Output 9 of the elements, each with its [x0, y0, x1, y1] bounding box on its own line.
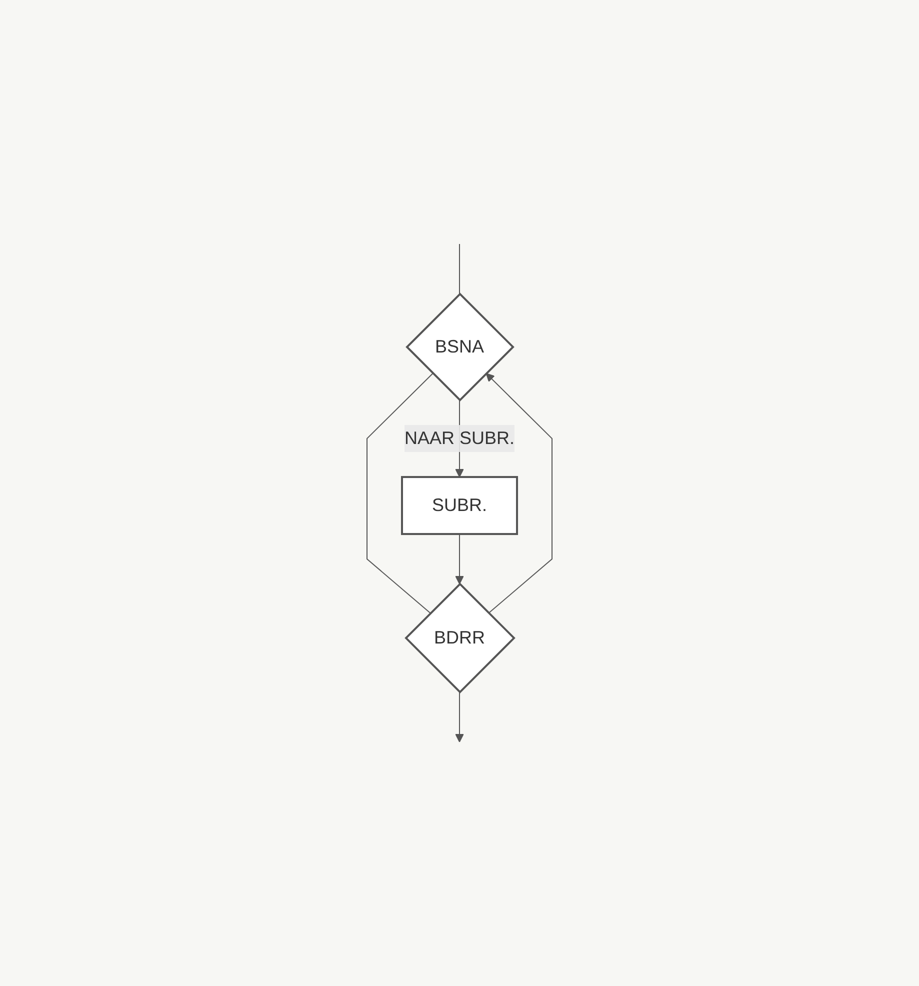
connector	[459, 243, 460, 294]
arrow	[455, 692, 464, 742]
node-diamond: BSNA	[406, 292, 514, 402]
node-box: SUBR.	[400, 476, 518, 535]
arrow	[486, 372, 552, 614]
node-diamond: BDRR	[404, 582, 516, 694]
connector	[366, 372, 434, 614]
arrow	[455, 534, 464, 584]
edge-label: NAAR SUBR.	[404, 428, 515, 448]
